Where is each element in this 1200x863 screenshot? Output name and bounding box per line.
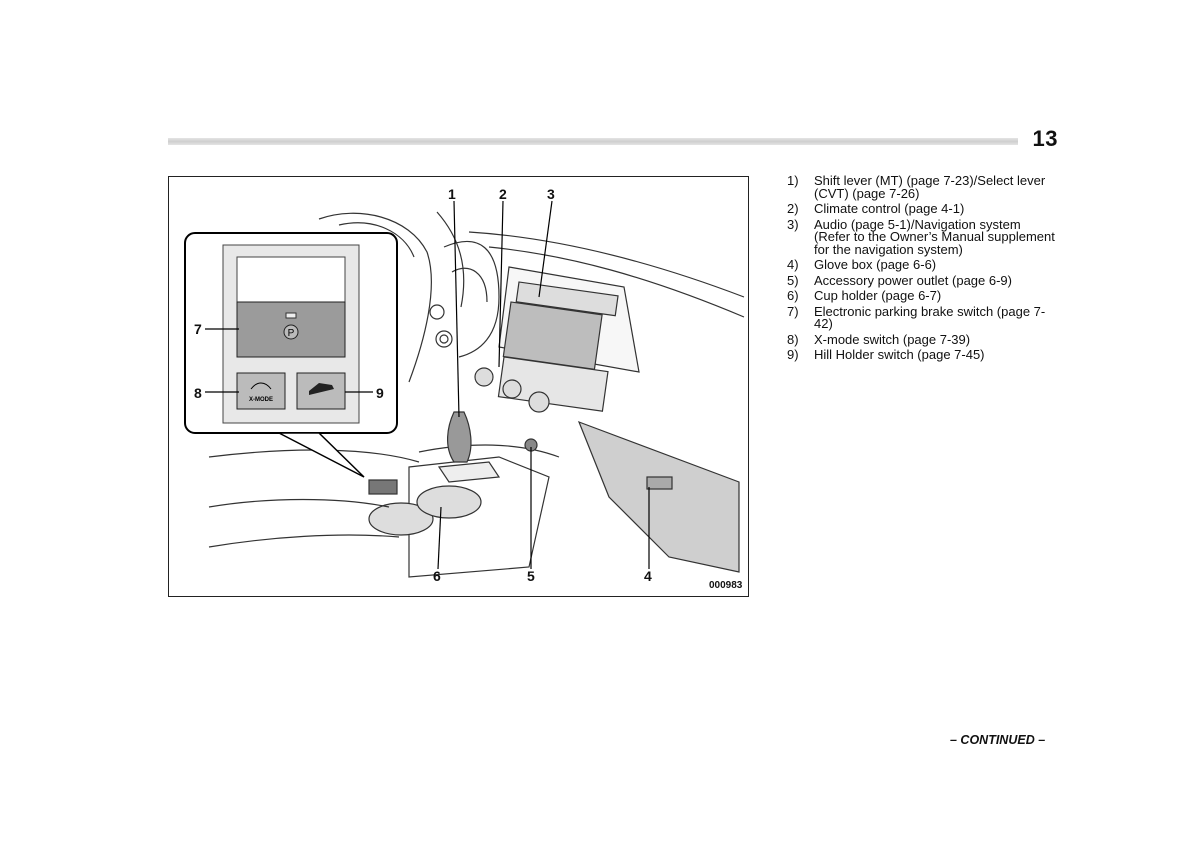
hill-holder-icon — [309, 383, 334, 395]
x-mode-switch — [236, 372, 286, 410]
callout-5: 5 — [527, 568, 535, 584]
parking-symbol: P — [288, 328, 295, 339]
callout-2: 2 — [499, 186, 507, 202]
legend-item: 5)Accessory power outlet (page 6-9) — [787, 272, 1012, 288]
dashboard-drawing: P X-MODE — [184, 200, 745, 578]
legend-item: 2)Climate control (page 4-1) — [787, 201, 965, 216]
legend-item: 7)Electronic parking brake switch (page … — [787, 303, 1046, 331]
callout-7: 7 — [194, 321, 202, 337]
legend-item: 3)Audio (page 5-1)/Navigation system (Re… — [787, 216, 1055, 257]
legend-item: 6)Cup holder (page 6-7) — [787, 288, 942, 303]
continued-footer: – CONTINUED – — [950, 733, 1046, 747]
callout-8: 8 — [194, 385, 202, 401]
parking-brake-icon — [283, 324, 299, 340]
legend-item: 1)Shift lever (MT) (page 7-23)/Select le… — [787, 173, 1046, 201]
callout-4: 4 — [644, 568, 652, 584]
callout-1: 1 — [448, 186, 456, 202]
figure-dashboard-illustration: P X-MODE 1 2 3 4 5 6 7 8 9 000983 — [168, 176, 749, 597]
x-mode-icon — [250, 382, 272, 390]
component-legend: 1)Shift lever (MT) (page 7-23)/Select le… — [787, 173, 1059, 365]
legend-item: 4)Glove box (page 6-6) — [787, 257, 937, 272]
figure-id: 000983 — [709, 580, 743, 591]
legend-item: 9)Hill Holder switch (page 7-45) — [787, 347, 985, 362]
callout-3: 3 — [547, 186, 555, 202]
header-rule — [168, 138, 1018, 145]
callout-9: 9 — [376, 385, 384, 401]
x-mode-label: X-MODE — [249, 397, 273, 403]
page-number: 13 — [1032, 126, 1058, 151]
legend-item: 8)X-mode switch (page 7-39) — [787, 331, 971, 347]
callout-6: 6 — [433, 568, 441, 584]
